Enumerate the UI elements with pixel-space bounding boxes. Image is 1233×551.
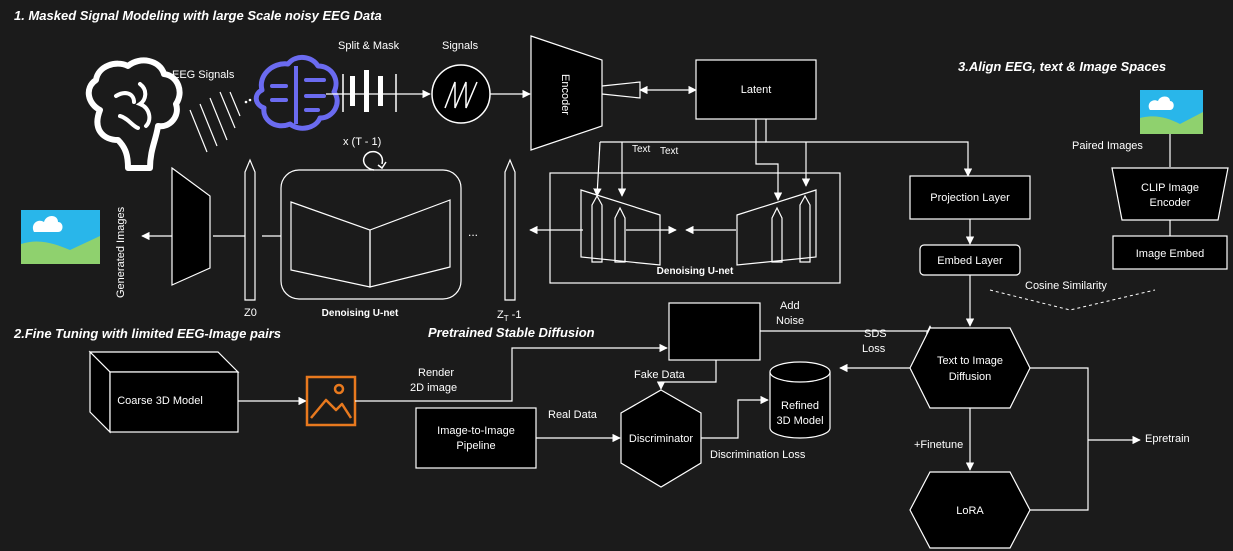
clip-encoder-label-1: CLIP Image — [1141, 182, 1199, 194]
text-label-a: Text — [632, 144, 651, 155]
eeg-signal-rays — [189, 91, 252, 153]
image-photo-icon — [21, 210, 100, 264]
inner-unet-label: Denoising U-net — [657, 266, 734, 277]
t2i-label-1: Text to Image — [937, 355, 1003, 367]
image-embed-label: Image Embed — [1136, 248, 1204, 260]
zt-label: ZT -1 — [497, 309, 521, 323]
refined-label-2: 3D Model — [776, 415, 823, 427]
ellipsis-label: ... — [468, 225, 478, 239]
latent-label: Latent — [741, 84, 772, 96]
main-unet-label: Denoising U-net — [322, 308, 399, 319]
lora-block — [909, 471, 1031, 549]
inner-unet-right-half — [736, 189, 817, 266]
signals-label: Signals — [442, 40, 479, 52]
inner-unet-left-half — [580, 189, 661, 266]
main-unet-left-half — [290, 201, 371, 288]
image-photo-icon — [1140, 90, 1203, 134]
noise-box — [668, 302, 761, 361]
image-embed-box — [1112, 235, 1228, 270]
finetune-label: +Finetune — [914, 439, 963, 451]
main-unet-frame — [280, 169, 462, 300]
inner-unet-frame — [549, 172, 841, 284]
refined-label-1: Refined — [781, 400, 819, 412]
z0-label: Z0 — [244, 307, 257, 319]
refresh-loop-icon — [362, 150, 387, 171]
render-label-1: Render — [418, 367, 454, 379]
embed-layer-label: Embed Layer — [937, 255, 1003, 267]
epretrain-label: Epretrain — [1145, 433, 1190, 445]
main-unet-right-half — [369, 199, 451, 288]
database-cylinder-icon — [769, 361, 831, 439]
discrimination-loss-label: Discrimination Loss — [710, 449, 806, 461]
split-mask-label: Split & Mask — [338, 40, 400, 52]
signal-wave-icon — [431, 64, 491, 124]
paired-images-label: Paired Images — [1072, 140, 1143, 152]
encoder-block: Encoder — [530, 35, 641, 151]
render-label-2: 2D image — [410, 382, 457, 394]
section-3-title: 3.Align EEG, text & Image Spaces — [958, 59, 1166, 74]
coarse-3d-label: Coarse 3D Model — [117, 395, 203, 407]
text-to-image-diffusion-block — [909, 327, 1031, 409]
cosine-similarity-label: Cosine Similarity — [1025, 280, 1107, 292]
i2i-label-2: Pipeline — [456, 440, 495, 452]
encoder-label: Encoder — [559, 74, 571, 115]
decoder-block — [171, 166, 211, 286]
brain-outline-icon — [85, 57, 183, 171]
image-to-image-box — [415, 407, 537, 469]
section-2-title: 2.Fine Tuning with limited EEG-Image pai… — [13, 326, 281, 341]
inner-unet-pillars — [591, 194, 811, 263]
add-noise-label-2: Noise — [776, 315, 804, 327]
z0-pillar — [244, 158, 256, 301]
discriminator-block — [620, 389, 702, 488]
t2i-label-2: Diffusion — [949, 371, 992, 383]
pretrained-label: Pretrained Stable Diffusion — [428, 325, 595, 340]
zt-pillar — [504, 158, 516, 301]
image-frame-icon — [305, 375, 357, 427]
render-arrow — [355, 343, 668, 402]
projection-layer-label: Projection Layer — [930, 192, 1010, 204]
clip-encoder-block — [1111, 167, 1229, 221]
brain-chip-icon — [253, 55, 340, 131]
eeg-signals-label: EEG Signals — [172, 69, 235, 81]
generated-images-label: Generated Images — [115, 206, 127, 298]
coarse-3d-model-block — [88, 350, 240, 434]
latent-to-unet-arrow — [755, 119, 783, 201]
latent-to-projection-arrow — [765, 119, 973, 177]
real-data-label: Real Data — [548, 409, 598, 421]
clip-encoder-label-2: Encoder — [1150, 197, 1191, 209]
latent-box — [695, 59, 817, 120]
split-mask-bars — [326, 70, 431, 112]
x-t-minus-1-label: x (T - 1) — [343, 136, 381, 148]
lora-label: LoRA — [956, 505, 984, 517]
sds-label-1: SDS — [864, 328, 887, 340]
discriminator-label: Discriminator — [629, 433, 694, 445]
text-label-b: Text — [660, 146, 679, 157]
section-1-title: 1. Masked Signal Modeling with large Sca… — [14, 8, 382, 23]
projection-layer-box — [909, 175, 1031, 220]
fake-data-label: Fake Data — [634, 369, 686, 381]
i2i-label-1: Image-to-Image — [437, 425, 515, 437]
add-noise-label-1: Add — [780, 300, 800, 312]
cosine-similarity-link — [989, 289, 1156, 311]
sds-label-2: Loss — [862, 343, 886, 355]
